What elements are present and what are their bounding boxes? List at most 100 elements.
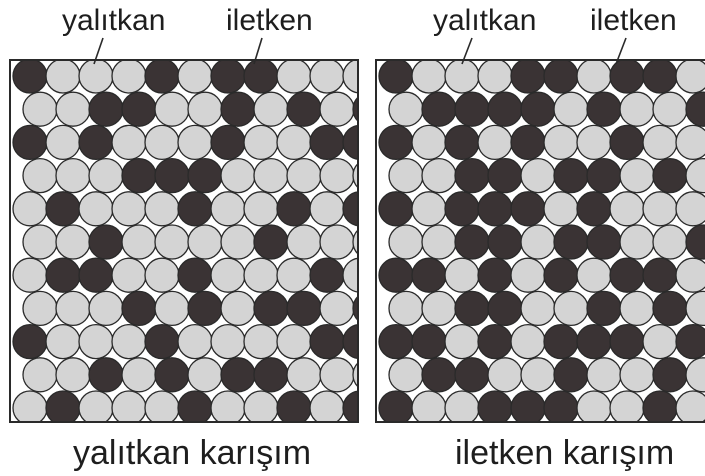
- insulator-particle: [23, 92, 57, 126]
- insulator-particle: [46, 125, 80, 159]
- insulator-particle: [56, 159, 90, 193]
- insulator-particle: [188, 92, 222, 126]
- insulator-particle: [643, 192, 677, 226]
- insulator-particle: [521, 291, 555, 325]
- insulator-particle: [389, 291, 423, 325]
- insulator-particle: [310, 59, 344, 93]
- conductor-particle: [79, 125, 113, 159]
- insulator-particle: [244, 125, 278, 159]
- conductor-particle: [310, 325, 344, 359]
- conductor-particle: [122, 291, 156, 325]
- insulator-particle: [521, 358, 555, 392]
- conductor-particle: [379, 192, 413, 226]
- insulator-particle: [13, 258, 47, 292]
- insulator-particle: [13, 192, 47, 226]
- conductor-particle: [343, 325, 377, 359]
- insulator-particle: [277, 258, 311, 292]
- conductor-particle: [445, 192, 479, 226]
- conductor-particle: [554, 358, 588, 392]
- conductor-particle: [254, 358, 288, 392]
- conductor-particle: [587, 159, 621, 193]
- insulator-particle: [343, 258, 377, 292]
- insulator-particle: [445, 391, 479, 425]
- conductor-particle: [488, 225, 522, 259]
- insulator-particle: [521, 225, 555, 259]
- conductor-particle: [544, 325, 578, 359]
- insulator-particle: [221, 159, 255, 193]
- conductor-particle: [13, 59, 47, 93]
- conductor-particle: [587, 291, 621, 325]
- insulator-particle: [56, 92, 90, 126]
- conductor-particle: [544, 59, 578, 93]
- conductor-particle: [511, 391, 545, 425]
- insulator-particle: [211, 258, 245, 292]
- insulator-particle: [56, 225, 90, 259]
- insulator-particle: [544, 125, 578, 159]
- conductor-particle: [155, 358, 189, 392]
- insulator-particle: [287, 159, 321, 193]
- insulator-particle: [254, 159, 288, 193]
- insulator-particle: [445, 258, 479, 292]
- conductor-particle: [89, 358, 123, 392]
- insulator-particle: [79, 59, 113, 93]
- insulator-particle: [389, 159, 423, 193]
- conductor-particle: [379, 325, 413, 359]
- conductor-particle: [643, 391, 677, 425]
- conductor-particle: [643, 59, 677, 93]
- insulator-particle: [310, 192, 344, 226]
- insulator-particle: [122, 225, 156, 259]
- insulator-particle: [188, 358, 222, 392]
- conductor-particle: [610, 59, 644, 93]
- insulator-particle: [277, 59, 311, 93]
- conductor-particle: [544, 391, 578, 425]
- insulator-particle: [478, 59, 512, 93]
- conductor-particle: [46, 391, 80, 425]
- conductor-particle: [587, 92, 621, 126]
- conductor-particle: [653, 159, 687, 193]
- conductor-particle: [178, 258, 212, 292]
- conductor-particle: [412, 258, 446, 292]
- insulator-particle: [145, 391, 179, 425]
- insulator-particle: [577, 258, 611, 292]
- conductor-particle: [379, 59, 413, 93]
- insulator-particle: [610, 192, 644, 226]
- conductor-particle: [145, 325, 179, 359]
- insulator-particle: [23, 225, 57, 259]
- insulator-particle: [277, 325, 311, 359]
- insulator-particle: [79, 325, 113, 359]
- insulator-particle: [412, 391, 446, 425]
- conductor-particle: [511, 59, 545, 93]
- left-insulating-mixture-panel: [10, 38, 387, 425]
- insulator-particle: [23, 358, 57, 392]
- conductor-particle: [287, 291, 321, 325]
- insulator-particle: [178, 125, 212, 159]
- conductor-particle: [455, 225, 489, 259]
- insulator-particle: [488, 358, 522, 392]
- insulator-particle: [412, 192, 446, 226]
- insulator-particle: [320, 92, 354, 126]
- conductor-particle: [422, 358, 456, 392]
- insulator-particle: [112, 325, 146, 359]
- conductor-particle: [610, 258, 644, 292]
- insulator-particle: [577, 59, 611, 93]
- conductor-particle: [577, 192, 611, 226]
- conductor-particle: [379, 391, 413, 425]
- insulator-particle: [620, 225, 654, 259]
- insulator-particle: [277, 125, 311, 159]
- insulator-particle: [676, 258, 705, 292]
- insulator-particle: [478, 125, 512, 159]
- conductor-particle: [178, 192, 212, 226]
- insulator-particle: [389, 225, 423, 259]
- insulator-particle: [320, 358, 354, 392]
- insulator-particle: [643, 125, 677, 159]
- insulator-particle: [445, 325, 479, 359]
- insulator-particle: [79, 192, 113, 226]
- insulator-particle: [320, 159, 354, 193]
- conductor-particle: [554, 159, 588, 193]
- conductor-particle: [13, 125, 47, 159]
- conductor-particle: [343, 391, 377, 425]
- insulator-particle: [46, 325, 80, 359]
- conductor-particle: [676, 325, 705, 359]
- insulator-particle: [389, 358, 423, 392]
- insulator-particle: [676, 125, 705, 159]
